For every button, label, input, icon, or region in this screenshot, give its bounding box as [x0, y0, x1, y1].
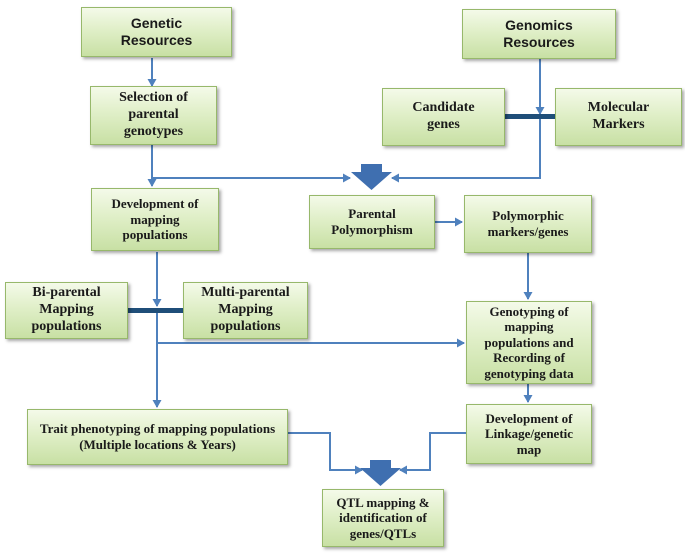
junction-bar-markers — [505, 114, 555, 119]
box-qtl-mapping-label: QTL mapping & identification of genes/QT… — [336, 494, 430, 541]
box-linkage-map-label: Development of Linkage/genetic map — [484, 410, 574, 457]
box-biparental-label: Bi-parental Mapping populations — [31, 285, 102, 334]
box-trait-phenotyping: Trait phenotyping of mapping populations… — [27, 409, 288, 465]
box-genomics-resources-label: Genomics Resources — [503, 17, 575, 50]
box-multiparental: Multi-parental Mapping populations — [183, 282, 308, 339]
box-polymorphic-markers: Polymorphic markers/genes — [464, 195, 592, 253]
box-genetic-resources: Genetic Resources — [81, 7, 232, 57]
box-qtl-mapping: QTL mapping & identification of genes/QT… — [322, 489, 444, 547]
arrow-markers-to-polymorphism — [391, 118, 541, 183]
box-selection-parental: Selection of parental genotypes — [90, 86, 217, 145]
box-candidate-genes: Candidate genes — [382, 88, 505, 146]
box-genotyping-label: Genotyping of mapping populations and Re… — [484, 303, 574, 381]
box-genotyping: Genotyping of mapping populations and Re… — [466, 301, 592, 384]
box-candidate-genes-label: Candidate genes — [412, 100, 475, 132]
junction-bar-populations — [128, 308, 183, 313]
box-genomics-resources: Genomics Resources — [462, 9, 616, 59]
arrow-phenotyping-to-qtl — [288, 432, 363, 475]
box-biparental: Bi-parental Mapping populations — [5, 282, 128, 339]
box-parental-polymorphism: Parental Polymorphism — [309, 195, 435, 249]
box-development-mapping-label: Development of mapping populations — [111, 196, 199, 243]
box-genetic-resources-label: Genetic Resources — [120, 15, 193, 48]
box-linkage-map: Development of Linkage/genetic map — [466, 404, 592, 464]
box-multiparental-label: Multi-parental Mapping populations — [201, 285, 290, 334]
box-molecular-markers: Molecular Markers — [555, 88, 682, 146]
box-trait-phenotyping-label: Trait phenotyping of mapping populations… — [39, 421, 276, 452]
box-molecular-markers-label: Molecular Markers — [587, 100, 650, 132]
box-polymorphic-markers-label: Polymorphic markers/genes — [487, 208, 569, 239]
big-arrow-qtl — [360, 460, 401, 486]
box-parental-polymorphism-label: Parental Polymorphism — [331, 206, 413, 237]
box-selection-parental-label: Selection of parental genotypes — [119, 90, 188, 139]
big-arrow-polymorphism — [351, 164, 392, 190]
arrow-linkage-to-qtl — [399, 432, 466, 475]
box-development-mapping: Development of mapping populations — [91, 188, 219, 251]
